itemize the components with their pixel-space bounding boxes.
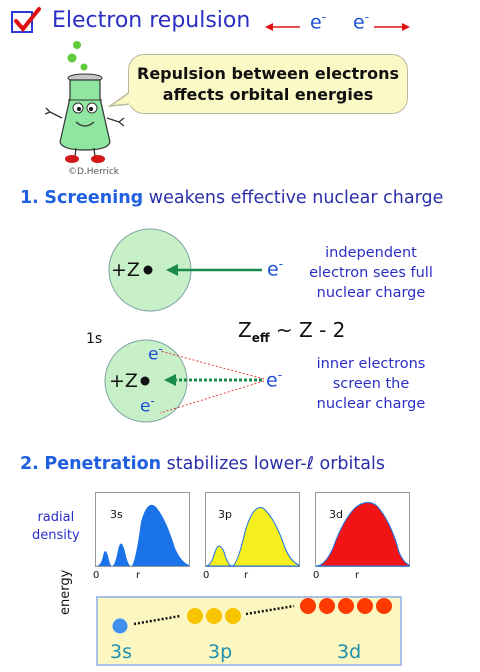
note-line: inner electrons (316, 356, 426, 372)
zeff-subscript: eff (251, 331, 270, 345)
radial-label-line: radial (37, 510, 75, 525)
dot-3d (319, 598, 335, 614)
bubble-tail (108, 91, 134, 107)
axis-zero-3s: 0 (93, 570, 100, 581)
electron-charge: - (158, 342, 163, 356)
section-2-rest: stabilizes lower-ℓ orbitals (166, 454, 385, 474)
axis-zero-3p: 0 (203, 570, 210, 581)
electron-charge: - (278, 257, 284, 271)
electron-symbol: e (140, 396, 151, 417)
electron-symbol: e (353, 11, 365, 34)
axis-r-3p: r (244, 570, 249, 581)
dot-3d (338, 598, 354, 614)
outer-electron-top: e- (267, 257, 283, 280)
dot-3d (300, 598, 316, 614)
electron-charge: - (321, 10, 327, 24)
electron-symbol: e (310, 11, 322, 34)
green-dotted-arrow-head (164, 374, 176, 386)
screen-line-upper (159, 350, 265, 380)
electron-label-right: e- (353, 10, 369, 33)
level-label-3p: 3p (208, 641, 233, 663)
outer-electron-bottom: e- (266, 368, 282, 391)
section-2-heading: 2. Penetration stabilizes lower-ℓ orbita… (20, 454, 385, 474)
dot-3p (225, 608, 241, 624)
green-arrow-head (166, 264, 178, 276)
note-line: electron sees full (309, 265, 433, 281)
nucleus-dot-bottom (140, 376, 150, 386)
section-1-keyword: Screening (44, 188, 144, 208)
panel-3p (205, 492, 300, 567)
curve-3d (315, 502, 410, 567)
panel-label-3s: 3s (110, 508, 123, 521)
left-arrow-head (265, 23, 273, 31)
section-1-rest: weakens effective nuclear charge (148, 188, 444, 208)
panel-label-3p: 3p (218, 508, 232, 521)
independent-note: independent electron sees full nuclear c… (306, 243, 436, 303)
bubble-line-2: affects orbital energies (162, 85, 374, 104)
level-label-3s: 3s (110, 641, 132, 663)
dot-3s (112, 618, 128, 634)
radial-density-label: radial density (32, 509, 80, 545)
dot-3p (206, 608, 222, 624)
repulsion-arrows (265, 23, 410, 31)
note-line: independent (325, 245, 417, 261)
electron-symbol: e (266, 369, 278, 392)
axis-r-3d: r (355, 570, 360, 581)
level-link-3p-3d (245, 604, 295, 616)
section-2-number: 2. (20, 454, 39, 474)
page-title: Electron repulsion (52, 8, 251, 33)
electron-label-left: e- (310, 10, 326, 33)
section-1-heading: 1. Screening weakens effective nuclear c… (20, 188, 443, 208)
speech-bubble: Repulsion between electrons affects orbi… (128, 54, 408, 114)
dot-3d (357, 598, 373, 614)
level-label-3d: 3d (337, 641, 362, 663)
zeff-formula: Zeff ~ Z - 2 (238, 318, 345, 345)
note-line: nuclear charge (316, 285, 426, 301)
screening-diagram (104, 228, 265, 423)
flask-mascot-icon (44, 41, 125, 163)
nucleus-dot-top (143, 265, 153, 275)
checkbox[interactable] (11, 7, 41, 33)
dot-3d (376, 598, 392, 614)
axis-zero-3d: 0 (313, 570, 320, 581)
inner-electron-top: e- (148, 342, 163, 365)
level-link-3s-3p (133, 614, 181, 626)
check-icon (14, 7, 41, 33)
radial-label-line: density (32, 528, 80, 543)
section-1-number: 1. (20, 188, 39, 208)
electron-symbol: e (267, 258, 279, 281)
electron-charge: - (364, 10, 370, 24)
energy-axis-label: energy (58, 569, 73, 615)
axis-r-3s: r (136, 570, 141, 581)
electron-charge: - (277, 368, 283, 382)
shell-label-1s: 1s (86, 331, 103, 347)
electron-charge: - (150, 394, 155, 408)
dot-3p (187, 608, 203, 624)
zeff-expression: ~ Z - 2 (275, 318, 346, 342)
panel-3d (315, 492, 410, 567)
section-2-keyword: Penetration (44, 454, 162, 474)
note-line: screen the (332, 376, 410, 392)
curve-3s (96, 504, 189, 566)
panel-label-3d: 3d (329, 508, 343, 521)
bubble-line-1: Repulsion between electrons (137, 64, 399, 83)
panel-3s (95, 492, 190, 567)
inner-electron-bottom: e- (140, 394, 155, 417)
curve-3p (205, 507, 300, 567)
credit-text: ©D.Herrick (68, 167, 119, 177)
energy-levels (112, 598, 392, 634)
zeff-symbol: Z (238, 318, 252, 342)
nucleus-label-bottom: +Z (109, 370, 138, 392)
right-arrow-head (402, 23, 410, 31)
note-line: nuclear charge (316, 396, 426, 412)
electron-symbol: e (148, 344, 159, 365)
nucleus-label-top: +Z (111, 259, 140, 281)
screening-note: inner electrons screen the nuclear charg… (306, 354, 436, 414)
